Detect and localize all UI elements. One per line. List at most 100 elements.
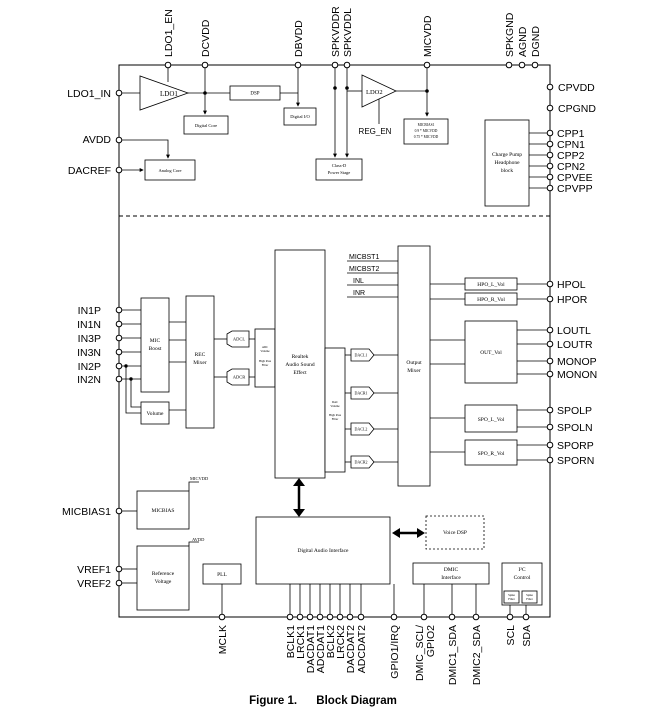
pin-spolp (546, 406, 554, 414)
pin-sporp-label: SPORP (557, 440, 594, 452)
pin-spkvddr (331, 61, 339, 69)
voice-dsp-arrow-left (392, 528, 400, 538)
pin-dbvdd-label: DBVDD (293, 20, 305, 57)
pin-bclk1-label: BCLK1 (285, 625, 297, 658)
mic-boost-box (140, 297, 170, 393)
dac-volume-box (324, 347, 346, 473)
spike-filter-1-label-a: Spike (508, 593, 516, 597)
spo-l-vol-label: SPO_L_Vol (478, 417, 505, 423)
bus-arrow-up (293, 478, 305, 486)
dacr2-shape (350, 455, 375, 469)
pin-gpio1-label: GPIO1/IRQ (389, 625, 401, 679)
spo-r-vol-label: SPO_R_Vol (478, 451, 505, 457)
pin-in2n (115, 375, 123, 383)
spike-filter-2-label-a: Spike (526, 593, 534, 597)
pin-loutr-label: LOUTR (557, 339, 593, 351)
bus-arrow-down (293, 509, 305, 517)
pin-dacdat1 (306, 613, 314, 621)
analog-core-label: Analog Core (158, 168, 181, 173)
ldo1-label: LDO1 (160, 90, 178, 98)
pin-micbias1-label: MICBIAS1 (62, 506, 111, 518)
pin-in3n-label: IN3N (77, 347, 101, 359)
pin-agnd (518, 61, 526, 69)
spike-filter-2-box (521, 590, 538, 604)
rec-mixer-label-1: REC (195, 352, 206, 358)
pin-vref2-label: VREF2 (77, 578, 111, 590)
pin-cpp2-label: CPP2 (557, 150, 585, 162)
pin-dmic2_sda-label: DMIC2_SDA (471, 625, 483, 685)
out-vol-label: OUT_Vol (480, 350, 502, 356)
spike-filter-1-label-b: Filter (508, 597, 515, 601)
adc-volume-label-2: Volume (260, 349, 270, 353)
pin-monop (546, 357, 554, 365)
pin-cpn2-label: CPN2 (557, 161, 585, 173)
mic-boost-label-2: Boost (149, 346, 162, 352)
pin-monon-label: MONON (557, 369, 597, 381)
reference-voltage-label-1: Reference (152, 570, 175, 577)
pin-cpvpp-label: CPVPP (557, 183, 593, 195)
i2c-control-label-2: Control (514, 575, 531, 581)
pin-spkvddl (343, 61, 351, 69)
voice-dsp-arrow-right (417, 528, 425, 538)
pin-sporn (546, 456, 554, 464)
pin-hpol-label: HPOL (557, 279, 586, 291)
digital-io-box (283, 107, 317, 126)
out-vol-box (464, 320, 518, 384)
pin-in3p-label: IN3P (78, 333, 101, 345)
pin-cpp2 (546, 151, 554, 159)
pin-bclk2 (326, 613, 334, 621)
pin-ldo1_in (115, 89, 123, 97)
pin-adcdat2 (357, 613, 365, 621)
class-d-label-2: Power Stage (328, 170, 351, 175)
audio-path-labels: MIC Boost Volume REC Mixer ADCL ADCR ADC… (146, 254, 505, 465)
pin-mclk-label: MCLK (217, 625, 229, 654)
pin-spolp-label: SPOLP (557, 405, 592, 417)
volume-label: Volume (146, 411, 164, 417)
avdd-small-label: AVDD (192, 537, 205, 542)
top-pins: LDO1_EN DCVDD DBVDD SPKVDDR SPKVDDL MICV… (163, 6, 542, 69)
ldo2-label: LDO2 (366, 89, 383, 96)
pin-cpn2 (546, 162, 554, 170)
pin-sporn-label: SPORN (557, 455, 594, 467)
right-pins: CPVDD CPGND CPP1 CPN1 CPP2 CPN2 CPVEE CP… (546, 82, 597, 467)
pin-in2p-label: IN2P (78, 361, 101, 373)
charge-pump-label-3: block (501, 168, 513, 174)
class-d-label-1: Class-D (332, 163, 347, 168)
mic-boost-label-1: MIC (150, 338, 161, 344)
micbst2-label: MICBST2 (349, 266, 379, 273)
dacr2-label: DACR2 (354, 460, 367, 465)
pin-in1n (115, 320, 123, 328)
dacr1-shape (350, 386, 375, 400)
pin-sda (522, 613, 530, 621)
pin-cpn1-label: CPN1 (557, 139, 585, 151)
pin-hpor-label: HPOR (557, 294, 588, 306)
class-d-box (315, 158, 363, 181)
pin-dmic1_sda-label: DMIC1_SDA (447, 625, 459, 685)
reference-voltage-box (136, 545, 190, 611)
charge-pump-box (484, 119, 530, 207)
pin-bclk2-label: BCLK2 (325, 625, 337, 658)
pin-sporp (546, 441, 554, 449)
micbias-block-label: MICBIAS (152, 508, 175, 514)
adcr-label: ADCR (233, 375, 246, 380)
pin-dacdat2 (346, 613, 354, 621)
figure-title: Block Diagram (316, 695, 397, 707)
dacr1-label: DACR1 (354, 391, 367, 396)
pin-in2n-label: IN2N (77, 374, 101, 386)
left-pins: LDO1_IN AVDD DACREF IN1P IN1N IN3P IN3N … (62, 88, 123, 590)
bottom-pins: MCLK BCLK1 LRCK1 DACDAT1 ADCDAT1 BCLK2 L… (217, 613, 533, 685)
micbst1-label: MICBST1 (349, 254, 379, 261)
pin-spkgnd-label: SPKGND (504, 12, 516, 57)
pin-mclk (218, 613, 226, 621)
analog-core-box (144, 159, 196, 181)
pin-dacdat2-label: DACDAT2 (345, 625, 357, 673)
bottom-section (122, 478, 543, 614)
pin-ldo1_in-label: LDO1_IN (67, 88, 111, 100)
micbias-top-label-2: 0.9 * MICVDD (415, 129, 438, 133)
dmic-interface-label-2: Interface (441, 574, 461, 581)
output-mixer-box (397, 245, 431, 487)
pin-hpor (546, 295, 554, 303)
digital-core-box (183, 115, 229, 135)
pin-monop-label: MONOP (557, 356, 597, 368)
pin-dacdat1-label: DACDAT1 (305, 625, 317, 673)
